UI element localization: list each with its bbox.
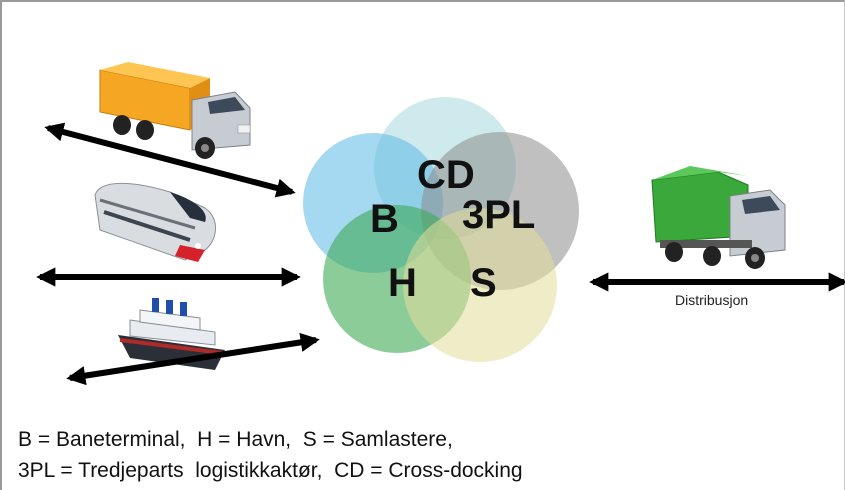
label-h: H xyxy=(388,261,417,305)
distribution-label: Distribusjon xyxy=(675,292,748,308)
green-truck-icon xyxy=(651,166,786,269)
ship-arrow xyxy=(66,332,320,386)
label-3pl: 3PL xyxy=(462,193,535,237)
circle-s xyxy=(403,208,557,362)
legend-line-2: 3PL = Tredjeparts logistikkaktør, CD = C… xyxy=(18,459,523,482)
label-s: S xyxy=(470,261,497,305)
train-icon xyxy=(94,182,216,262)
legend-line-1: B = Baneterminal, H = Havn, S = Samlaste… xyxy=(18,428,453,451)
label-cd: CD xyxy=(417,153,475,197)
truck-arrow xyxy=(44,122,296,198)
label-b: B xyxy=(370,197,399,241)
circle-cluster xyxy=(303,97,579,362)
logistics-diagram: CD B 3PL H S Distribusjon xyxy=(36,62,845,386)
legend: B = Baneterminal, H = Havn, S = Samlaste… xyxy=(18,424,523,486)
